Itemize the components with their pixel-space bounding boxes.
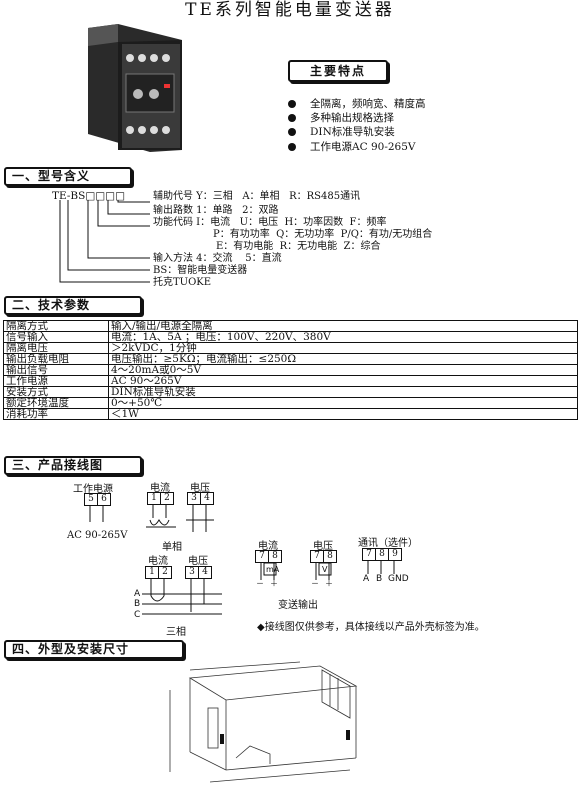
- terminal-8: 8: [323, 550, 337, 563]
- spec-key: 输出信号: [3, 364, 109, 376]
- three-voltage-label: 电压: [188, 556, 208, 567]
- three-current-label: 电流: [148, 556, 168, 567]
- model-line-function-pq: P：有功功率 Q：无功功率 P/Q：有功/无功组合: [213, 229, 433, 240]
- section-dimensions-heading: 四、外型及安装尺寸: [4, 640, 184, 659]
- spec-row: 输出负载电阻电压输出：≥5KΩ；电流输出：≤250Ω: [3, 353, 578, 365]
- terminal-6: 6: [97, 493, 111, 506]
- model-line-function: 功能代码 I：电流 U：电压 H：功率因数 F：频率: [153, 217, 387, 228]
- model-code-leaders: [59, 200, 150, 283]
- spec-table: 隔离方式输入/输出/电源全隔离信号输入电流：1A、5A ；电压：100V、220…: [3, 320, 578, 420]
- spec-key: 安装方式: [3, 386, 109, 398]
- model-line-channels: 输出路数 1：单路 2：双路: [153, 205, 279, 216]
- spec-value: 0～+50℃: [108, 397, 578, 409]
- feature-item: DIN标准导轨安装: [288, 125, 426, 139]
- spec-value: ＜1W: [108, 408, 578, 420]
- feature-item: 多种输出规格选择: [288, 111, 426, 125]
- spec-key: 隔离电压: [3, 342, 109, 354]
- model-line-brand: 托克TUOKE: [153, 277, 212, 288]
- wiring-note: ◆接线图仅供参考，具体接线以产品外壳标签为准。: [257, 622, 485, 633]
- out-voltage-label: 电压: [313, 541, 333, 552]
- comm-pin-b: B: [376, 574, 383, 584]
- phase-b-label: B: [134, 599, 141, 609]
- spec-row: 隔离方式输入/输出/电源全隔离: [3, 320, 578, 332]
- feature-item: 工作电源AC 90-265V: [288, 140, 426, 154]
- power-range: AC 90-265V: [67, 530, 128, 541]
- model-line-function-er: E：有功电能 R：无功电能 Z：综合: [216, 241, 381, 252]
- out-v-plus: ＋: [325, 579, 333, 588]
- spec-row: 隔离电压＞2kVDC，1分钟: [3, 342, 578, 354]
- output-caption: 变送输出: [278, 600, 318, 611]
- spec-key: 消耗功率: [3, 408, 109, 420]
- terminal-7: 7: [362, 548, 376, 561]
- terminal-2: 2: [158, 566, 172, 579]
- spec-key: 输出负载电阻: [3, 353, 109, 365]
- spec-row: 消耗功率＜1W: [3, 408, 578, 420]
- feature-item: 全隔离，频响宽、精度高: [288, 97, 426, 111]
- terminal-9: 9: [388, 548, 402, 561]
- terminal-3: 3: [187, 492, 201, 505]
- features-list: 全隔离，频响宽、精度高 多种输出规格选择 DIN标准导轨安装 工作电源AC 90…: [288, 97, 426, 154]
- terminal-1: 1: [147, 492, 161, 505]
- spec-key: 隔离方式: [3, 320, 109, 332]
- phase-c-label: C: [134, 610, 141, 620]
- out-i-minus: －: [256, 579, 264, 588]
- terminal-3: 3: [185, 566, 199, 579]
- terminal-4: 4: [198, 566, 212, 579]
- comm-label: 通讯（选件）: [358, 538, 418, 549]
- three-phase-label: 三相: [166, 627, 186, 638]
- terminal-1: 1: [145, 566, 159, 579]
- model-line-aux: 辅助代号 Y：三相 A：单相 R：RS485通讯: [153, 191, 361, 202]
- terminal-8: 8: [375, 548, 389, 561]
- terminal-7: 7: [255, 550, 269, 563]
- terminal-5: 5: [84, 493, 98, 506]
- spec-value: AC 90～265V: [108, 375, 578, 387]
- terminal-8: 8: [268, 550, 282, 563]
- page-title: TE系列智能电量变送器: [185, 0, 395, 20]
- comm-pin-gnd: GND: [388, 574, 409, 584]
- features-heading: 主要特点: [288, 60, 388, 82]
- out-i-plus: ＋: [270, 579, 278, 588]
- single-phase-label: 单相: [162, 542, 182, 553]
- out-v-minus: －: [311, 579, 319, 588]
- phase-a-label: A: [134, 589, 141, 599]
- spec-key: 信号输入: [3, 331, 109, 343]
- power-label: 工作电源: [73, 484, 113, 495]
- product-image: [88, 24, 182, 152]
- spec-value: 4～20mA或0～5V: [108, 364, 578, 376]
- comm-pin-a: A: [363, 574, 370, 584]
- v-meter-label: V: [322, 565, 328, 574]
- spec-value: 电流：1A、5A ；电压：100V、220V、380V: [108, 331, 578, 343]
- spec-value: 输入/输出/电源全隔离: [108, 320, 578, 332]
- section-spec-heading: 二、技术参数: [4, 296, 142, 315]
- spec-row: 信号输入电流：1A、5A ；电压：100V、220V、380V: [3, 331, 578, 343]
- spec-value: ＞2kVDC，1分钟: [108, 342, 578, 354]
- spec-key: 工作电源: [3, 375, 109, 387]
- section-model-heading: 一、型号含义: [4, 167, 132, 186]
- terminal-2: 2: [160, 492, 174, 505]
- spec-value: DIN标准导轨安装: [108, 386, 578, 398]
- section-wiring-heading: 三、产品接线图: [4, 456, 142, 475]
- out-current-label: 电流: [258, 541, 278, 552]
- terminal-7: 7: [310, 550, 324, 563]
- ma-meter-label: mA: [266, 565, 280, 574]
- spec-value: 电压输出：≥5KΩ；电流输出：≤250Ω: [108, 353, 578, 365]
- model-line-bs: BS：智能电量变送器: [153, 265, 248, 276]
- model-line-input: 输入方法 4：交流 5：直流: [153, 253, 282, 264]
- terminal-4: 4: [200, 492, 214, 505]
- single-voltage-label: 电压: [190, 483, 210, 494]
- spec-key: 额定环境温度: [3, 397, 109, 409]
- single-current-label: 电流: [150, 483, 170, 494]
- dimension-drawing: [169, 661, 358, 783]
- model-code: TE-BS□□□□: [52, 190, 126, 202]
